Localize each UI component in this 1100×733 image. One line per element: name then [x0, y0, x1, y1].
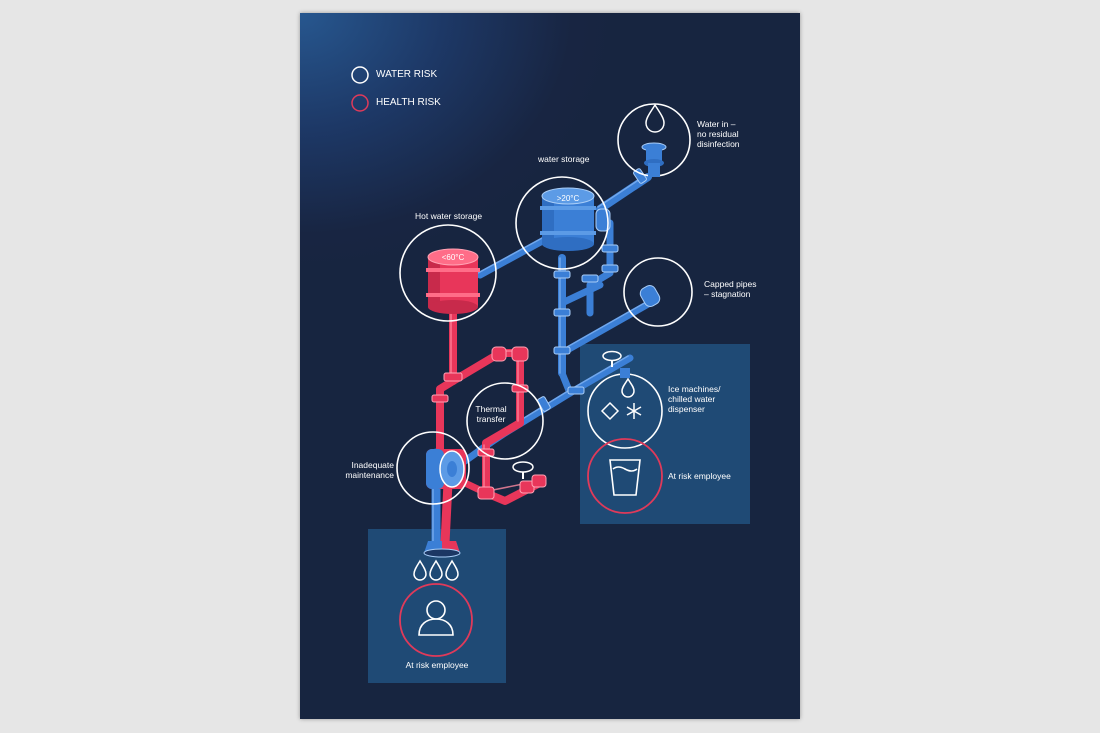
cold-pipe-fittings [537, 168, 647, 412]
label-water-in: Water in – no residual disinfection [697, 119, 740, 149]
hot-outlet-pipe [440, 478, 453, 548]
thermal-transfer-circle [466, 382, 544, 460]
label-capped-pipes: Capped pipes – stagnation [704, 279, 757, 299]
hot-water-tank [426, 248, 480, 314]
cold-storage-circle [515, 176, 609, 270]
label-water-storage: water storage [538, 154, 590, 164]
ice-machine-icon [600, 368, 642, 421]
snowflake-icon [626, 403, 642, 419]
poster: >20°C <60°C WATER RISK HEALTH RISK Water… [300, 13, 800, 719]
outlet-nozzle [423, 541, 461, 558]
cold-to-hot-pipe [476, 235, 550, 279]
return-valve-icon [512, 461, 534, 479]
cold-water-tank [540, 187, 596, 251]
water-drops-icon [413, 559, 459, 581]
legend-health-circle [351, 94, 369, 112]
legend-water-risk: WATER RISK [376, 69, 438, 80]
cold-tank-temp: >20°C [556, 194, 580, 203]
label-at-risk-employee-right: At risk employee [668, 471, 731, 481]
ice-cube-icon [600, 401, 620, 421]
label-thermal-transfer: Thermal transfer [475, 404, 507, 424]
pipe-diagram [351, 66, 750, 683]
capped-pipes-circle [623, 257, 693, 327]
label-ice-machines: Ice machines/ chilled water dispenser [668, 384, 721, 414]
capped-branch-pipe [558, 299, 654, 357]
label-hot-water-storage: Hot water storage [415, 211, 483, 221]
hot-pipe-fittings [431, 346, 547, 500]
label-inadequate-maintenance: Inadequate maintenance [345, 460, 394, 480]
hot-storage-circle [399, 224, 497, 322]
maintenance-circle [396, 431, 470, 505]
person-icon [418, 600, 454, 636]
ice-valve-icon [602, 350, 622, 367]
boiler-unit [426, 449, 466, 489]
water-in-icon [641, 103, 667, 177]
bottom-employee-circle [399, 583, 473, 657]
highlight-circles [396, 103, 693, 505]
capped-pipe-end [639, 285, 661, 307]
right-employee-circle [587, 438, 663, 514]
legend-health-risk: HEALTH RISK [376, 97, 441, 108]
legend-water-circle [351, 66, 369, 84]
hot-tank-temp: <60°C [441, 253, 465, 262]
cup-icon [609, 459, 641, 496]
label-at-risk-employee-bottom: At risk employee [405, 660, 469, 670]
